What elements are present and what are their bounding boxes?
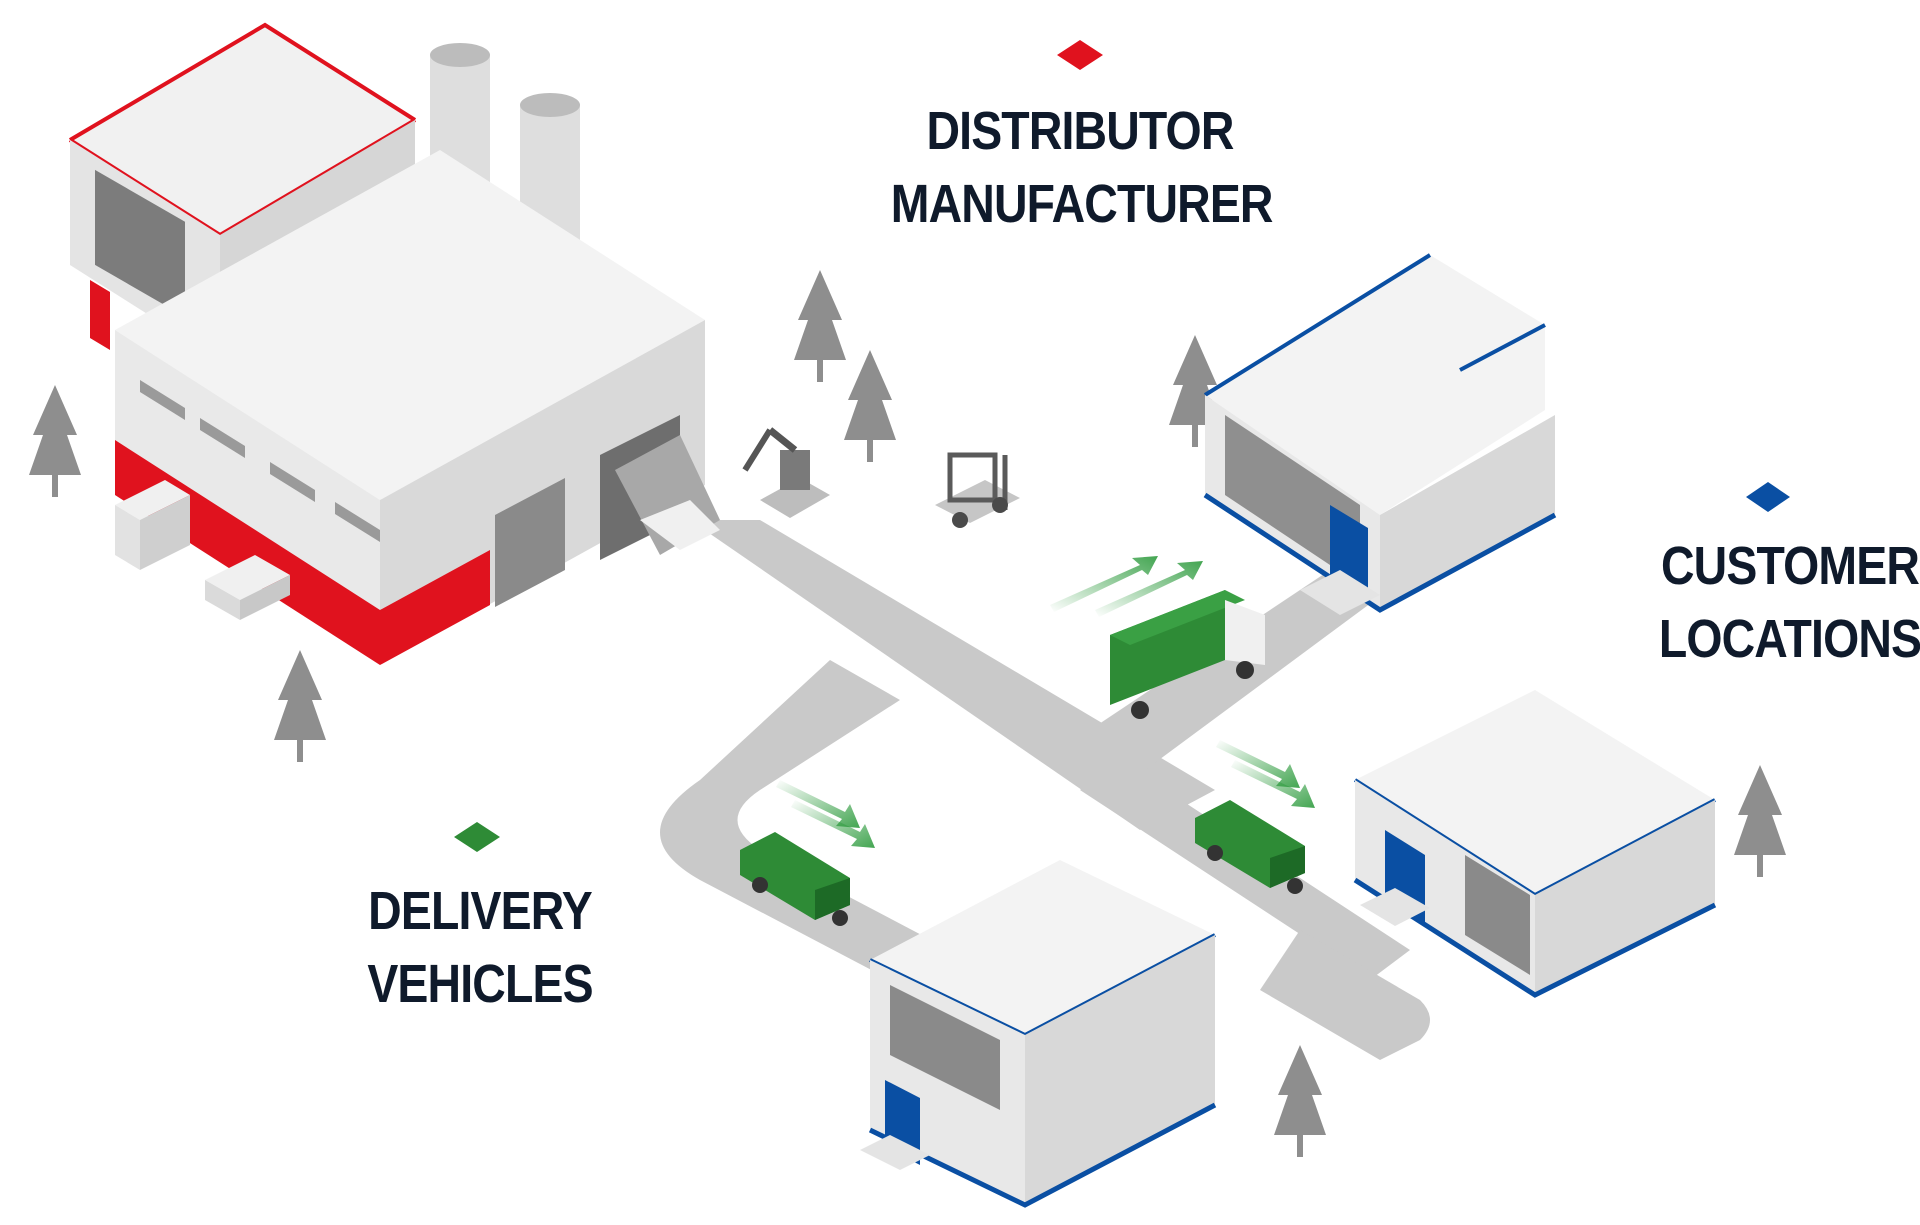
distributor-marker-icon [1057,40,1103,70]
motion-arrows [776,556,1315,848]
van-icon [740,832,850,926]
label-line: CUSTOMER [1660,536,1920,596]
forklift-icon [935,452,1020,528]
van-icon [1195,800,1305,894]
truck-icon [1110,590,1265,719]
label-line: MANUFACTURER [890,174,1274,234]
label-line: VEHICLES [367,954,593,1014]
customer-locations-label: CUSTOMER LOCATIONS [1635,530,1920,676]
label-line: DELIVERY [368,881,593,941]
building-icon [1353,690,1717,998]
delivery-marker-icon [454,822,500,852]
building-icon [1203,253,1557,615]
factory-icon [68,22,720,665]
robot-arm-icon [742,427,830,518]
building-icon [860,860,1217,1208]
label-line: LOCATIONS [1658,609,1920,669]
customer-marker-icon [1746,482,1790,512]
label-line: DISTRIBUTOR [926,101,1234,161]
delivery-vehicles-label: DELIVERY VEHICLES [351,875,609,1021]
distributor-manufacturer-label: DISTRIBUTOR MANUFACTURER [890,95,1274,241]
